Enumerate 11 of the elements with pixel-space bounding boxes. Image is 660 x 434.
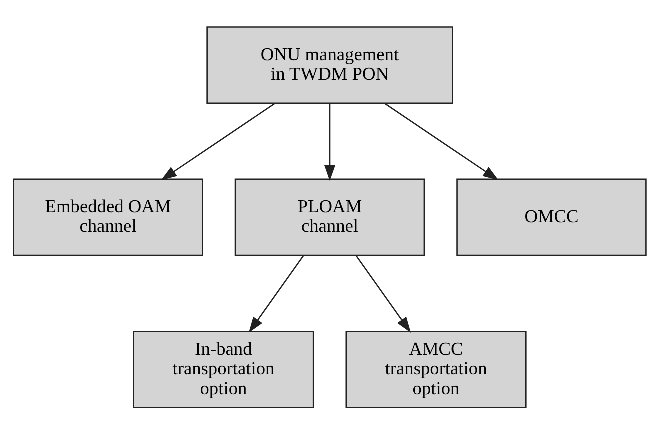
arrow [161,102,276,180]
node-box: In-band transportation option [133,330,314,408]
node-box: AMCC transportation option [346,330,527,408]
arrow [356,254,412,332]
arrow [248,254,304,332]
arrow [324,103,336,181]
node-box: PLOAM channel [234,178,426,256]
arrow [384,102,499,180]
node-box: OMCC [456,178,647,256]
node-box: ONU management in TWDM PON [206,26,454,104]
node-box: Embedded OAM channel [13,178,204,256]
